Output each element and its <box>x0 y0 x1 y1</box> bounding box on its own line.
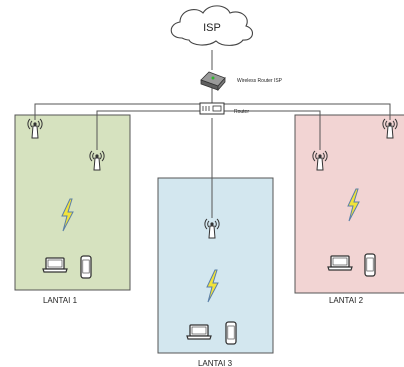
phone-icon <box>80 255 92 279</box>
floor-3-label: LANTAI 3 <box>198 359 233 367</box>
laptop-icon <box>186 324 212 340</box>
floor-1-area <box>14 114 131 291</box>
laptop-icon <box>42 257 68 273</box>
floor-2-label: LANTAI 2 <box>329 296 364 305</box>
wireless-router-label: Wireless Router ISP <box>237 78 283 84</box>
network-links <box>34 50 391 218</box>
laptop-icon <box>327 255 353 271</box>
floor-3-area <box>157 177 274 354</box>
cloud-icon <box>170 5 253 46</box>
floor-1-label: LANTAI 1 <box>43 296 78 305</box>
wireless-router-icon <box>200 71 226 92</box>
phone-icon <box>225 321 237 345</box>
switch-router-icon <box>199 102 225 115</box>
isp-label: ISP <box>203 22 221 34</box>
phone-icon <box>364 253 376 277</box>
router-label: Router <box>234 109 249 115</box>
